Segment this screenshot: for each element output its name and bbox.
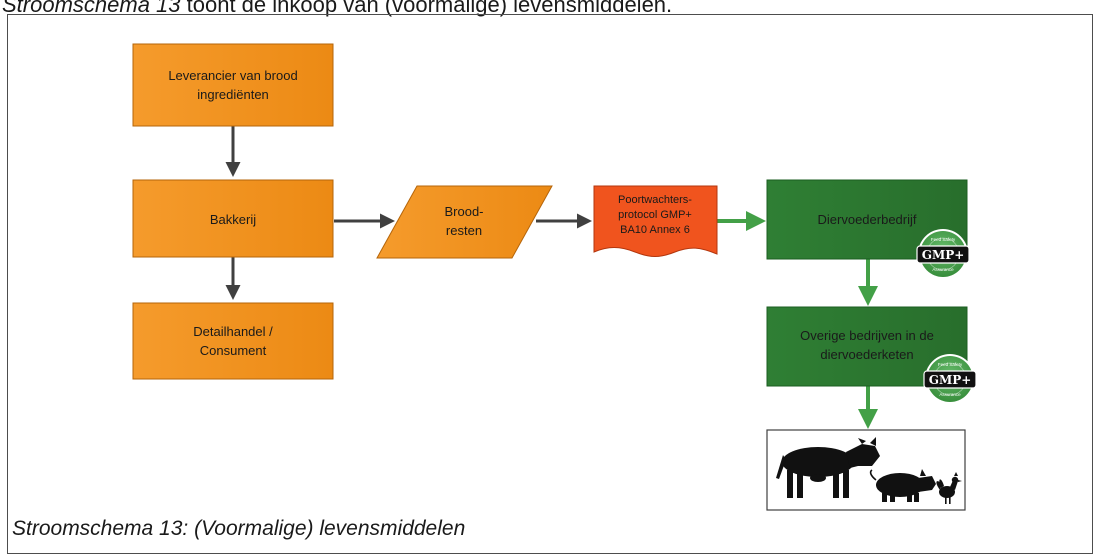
node-retail: Detailhandel / Consument: [132, 302, 334, 380]
pig-silhouette-icon: [869, 469, 936, 502]
node-feed-company-label: Diervoederbedrijf: [818, 212, 917, 227]
intro-sentence: Stroomschema 13 toont de inkoop van (voo…: [2, 0, 1092, 16]
node-supplier: Leverancier van brood ingrediënten: [132, 43, 334, 127]
cow-silhouette-icon: [776, 437, 880, 498]
node-bakery-label: Bakkerij: [210, 212, 256, 227]
node-protocol-line1: Poortwachters-: [618, 194, 692, 206]
badge-mark: GMP+: [922, 248, 965, 262]
node-protocol-line2: protocol GMP+: [618, 209, 692, 221]
figure-caption: Stroomschema 13: (Voormalige) levensmidd…: [12, 517, 466, 540]
node-other-companies-line2: diervoederketen: [820, 347, 913, 362]
badge-mark: GMP+: [929, 373, 972, 387]
node-retail-line1: Detailhandel /: [193, 324, 273, 339]
node-gatekeeper-protocol: Poortwachters- protocol GMP+ BA10 Annex …: [593, 185, 718, 257]
badge-ring-bottom: Assurance: [932, 267, 954, 272]
node-retail-line2: Consument: [200, 343, 267, 358]
badge-ring-bottom: Assurance: [939, 392, 961, 397]
node-bakery: Bakkerij: [132, 179, 334, 258]
node-supplier-line1: Leverancier van brood: [168, 68, 297, 83]
badge-ring-top: Feed Safety: [931, 237, 956, 242]
node-supplier-line2: ingrediënten: [197, 87, 269, 102]
gmp-plus-badge-icon: GMP+ Feed Safety Assurance: [916, 229, 970, 279]
node-protocol-line3: BA10 Annex 6: [620, 224, 690, 236]
node-leftovers-line2: resten: [446, 223, 482, 238]
node-leftovers-line1: Brood-: [444, 204, 483, 219]
intro-italic: Stroomschema 13: [2, 0, 181, 17]
gmp-plus-badge-icon: GMP+ Feed Safety Assurance: [923, 354, 977, 404]
node-other-companies-line1: Overige bedrijven in de: [800, 328, 934, 343]
node-livestock: [766, 429, 966, 511]
intro-rest: toont de inkoop van (voormalige) levensm…: [180, 0, 673, 17]
node-bread-leftovers: Brood- resten: [376, 185, 553, 259]
flowchart: Leverancier van brood ingrediënten Bakke…: [132, 43, 977, 511]
badge-ring-top: Feed Safety: [938, 362, 963, 367]
rooster-silhouette-icon: [936, 472, 962, 504]
